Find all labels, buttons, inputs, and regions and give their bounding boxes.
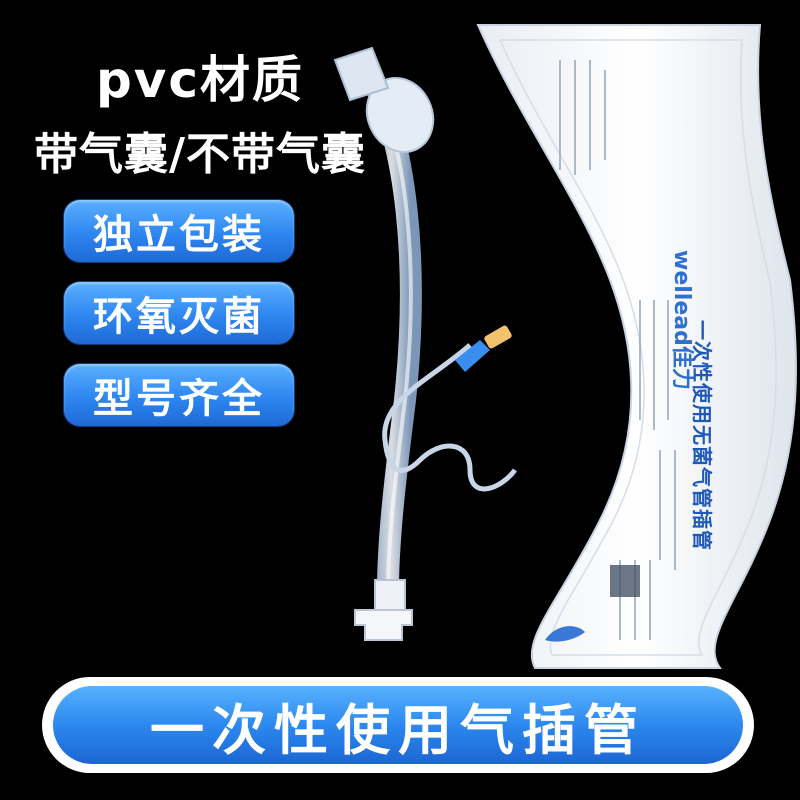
- feature-eo-sterilized: 环氧灭菌: [64, 282, 294, 344]
- sterile-package: [476, 24, 797, 669]
- feature-full-sizes: 型号齐全: [64, 364, 294, 426]
- package-product-name: 一次性使用无菌气管插管: [690, 320, 714, 551]
- material-headline: pvc材质: [95, 51, 305, 109]
- endotracheal-tube: [333, 46, 517, 641]
- cuff-options-headline: 带气囊/不带气囊: [33, 129, 367, 180]
- banner-text: 一次性使用气插管: [53, 686, 743, 764]
- feature-individual-packaging: 独立包装: [64, 200, 294, 262]
- bottom-banner: 一次性使用气插管: [42, 677, 754, 773]
